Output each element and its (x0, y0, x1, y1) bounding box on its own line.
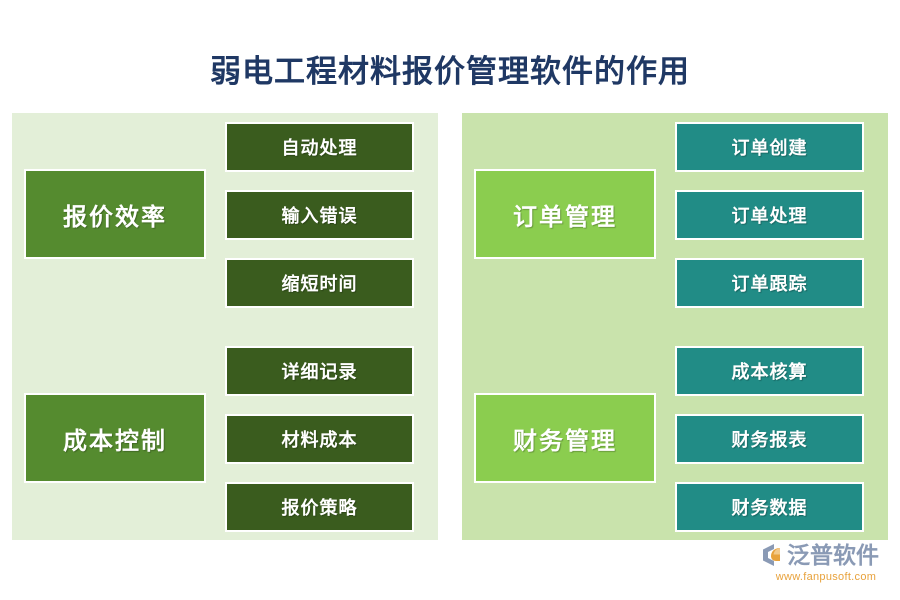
item-box[interactable]: 自动处理 (225, 122, 414, 172)
item-list-cost-control: 详细记录 材料成本 报价策略 (225, 346, 414, 532)
page-title: 弱电工程材料报价管理软件的作用 (210, 54, 690, 89)
group-finance-management: 财务管理 成本核算 财务报表 财务数据 (462, 337, 888, 540)
item-box[interactable]: 成本核算 (675, 346, 864, 396)
item-box[interactable]: 缩短时间 (225, 258, 414, 308)
fanpu-logo-icon (758, 542, 784, 568)
group-quotation-efficiency: 报价效率 自动处理 输入错误 缩短时间 (12, 113, 438, 316)
item-box[interactable]: 财务报表 (675, 414, 864, 464)
item-box[interactable]: 输入错误 (225, 190, 414, 240)
item-box[interactable]: 详细记录 (225, 346, 414, 396)
item-box[interactable]: 订单创建 (675, 122, 864, 172)
diagram-panels: 报价效率 自动处理 输入错误 缩短时间 成本控制 详细记录 材料成本 报价策略 … (12, 113, 888, 540)
item-box[interactable]: 订单跟踪 (675, 258, 864, 308)
item-list-finance-management: 成本核算 财务报表 财务数据 (675, 346, 864, 532)
logo-url: www.fanpusoft.com (775, 571, 877, 583)
panel-management: 订单管理 订单创建 订单处理 订单跟踪 财务管理 成本核算 财务报表 财务数据 (462, 113, 888, 540)
item-box[interactable]: 财务数据 (675, 482, 864, 532)
category-box-order-management[interactable]: 订单管理 (474, 169, 656, 259)
logo-wordmark: 泛普软件 (787, 542, 879, 568)
group-cost-control: 成本控制 详细记录 材料成本 报价策略 (12, 337, 438, 540)
item-box[interactable]: 订单处理 (675, 190, 864, 240)
item-box[interactable]: 材料成本 (225, 414, 414, 464)
item-box[interactable]: 报价策略 (225, 482, 414, 532)
category-box-quotation-efficiency[interactable]: 报价效率 (24, 169, 206, 259)
item-list-order-management: 订单创建 订单处理 订单跟踪 (675, 122, 864, 308)
panel-quotation: 报价效率 自动处理 输入错误 缩短时间 成本控制 详细记录 材料成本 报价策略 (12, 113, 438, 540)
group-order-management: 订单管理 订单创建 订单处理 订单跟踪 (462, 113, 888, 316)
category-box-finance-management[interactable]: 财务管理 (474, 393, 656, 483)
item-list-quotation-efficiency: 自动处理 输入错误 缩短时间 (225, 122, 414, 308)
category-box-cost-control[interactable]: 成本控制 (24, 393, 206, 483)
logo-row: 泛普软件 (758, 540, 894, 570)
brand-logo: 泛普软件 www.fanpusoft.com (758, 540, 894, 588)
